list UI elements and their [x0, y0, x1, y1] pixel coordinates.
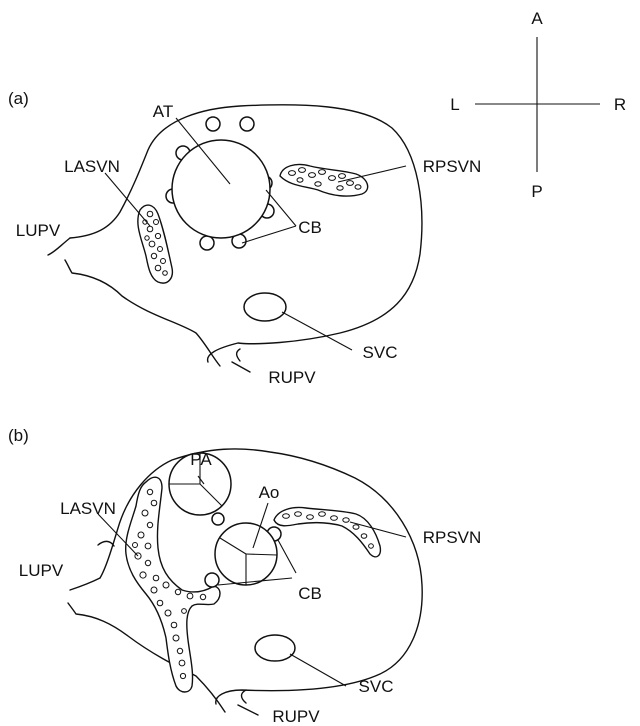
panel-a-rupv-label: RUPV [268, 368, 316, 387]
panel-a-cb-bump [240, 117, 254, 131]
panel-b-rpsvn-nerve [274, 508, 380, 557]
panel-a-svc-leader [282, 312, 352, 350]
panel-b-rpsvn-label: RPSVN [423, 528, 482, 547]
compass-posterior-label: P [531, 182, 542, 201]
panel-a-lasvn-leader [105, 173, 150, 226]
panel-a-at-label: AT [153, 102, 173, 121]
panel-a-rupv-wall [237, 349, 240, 361]
panel-b-pa-label: PA [190, 450, 212, 469]
panel-a-lasvn-label: LASVN [64, 157, 120, 176]
panel-a-rupv-stub [232, 362, 250, 372]
panel-a-svc-vessel [244, 293, 286, 321]
panel-b-lupv-tip [98, 541, 114, 546]
panel-a-lasvn-nerve [138, 205, 173, 283]
panel-b-lupv-wall [70, 578, 100, 590]
compass-right-label: R [614, 95, 626, 114]
panel-b-ao-label: Ao [259, 483, 280, 502]
panel-b-cb-leader-1 [278, 540, 296, 573]
panel-a-lupv-wall [65, 260, 220, 366]
panel-b-svc-leader [290, 654, 346, 686]
panel-b-cb-label: CB [298, 584, 322, 603]
panel-a-rpsvn-bundle [280, 164, 368, 196]
panel-a-aortic-trunk [172, 140, 270, 238]
panel-a-rpsvn-label: RPSVN [423, 157, 482, 176]
panel-b-rupv-wall [242, 690, 247, 703]
panel-b-aorta [215, 523, 277, 585]
panel-b-lupv-label: LUPV [19, 561, 64, 580]
panel-b-svc-vessel [255, 635, 295, 661]
panel-a-lupv-label: LUPV [16, 221, 61, 240]
panel-a-tag: (a) [8, 89, 29, 108]
panel-b-tag: (b) [8, 426, 29, 445]
panel-b-rupv-stub [238, 705, 258, 715]
panel-b-rpsvn-bundle [274, 508, 380, 557]
panel-b-cb-bump [212, 513, 224, 525]
panel-b: (b) [8, 426, 481, 726]
panel-b-lower-wall [68, 603, 225, 712]
panel-a-rpsvn-nerve [280, 164, 368, 196]
compass-anterior-label: A [531, 9, 543, 28]
panel-a-lower-wall [48, 238, 70, 255]
panel-a-cb-bump [200, 236, 214, 250]
panel-a-cb-bump [206, 117, 220, 131]
panel-b-svc-label: SVC [359, 677, 394, 696]
panel-b-cb-bump [205, 573, 219, 587]
panel-a-svc-label: SVC [363, 343, 398, 362]
panel-a-atrium-outline [70, 105, 422, 362]
panel-b-rupv-label: RUPV [272, 707, 320, 726]
panel-a-cb-label: CB [298, 218, 322, 237]
panel-a: (a) [8, 89, 481, 387]
compass-left-label: L [450, 95, 459, 114]
panel-b-lasvn-label: LASVN [60, 499, 116, 518]
